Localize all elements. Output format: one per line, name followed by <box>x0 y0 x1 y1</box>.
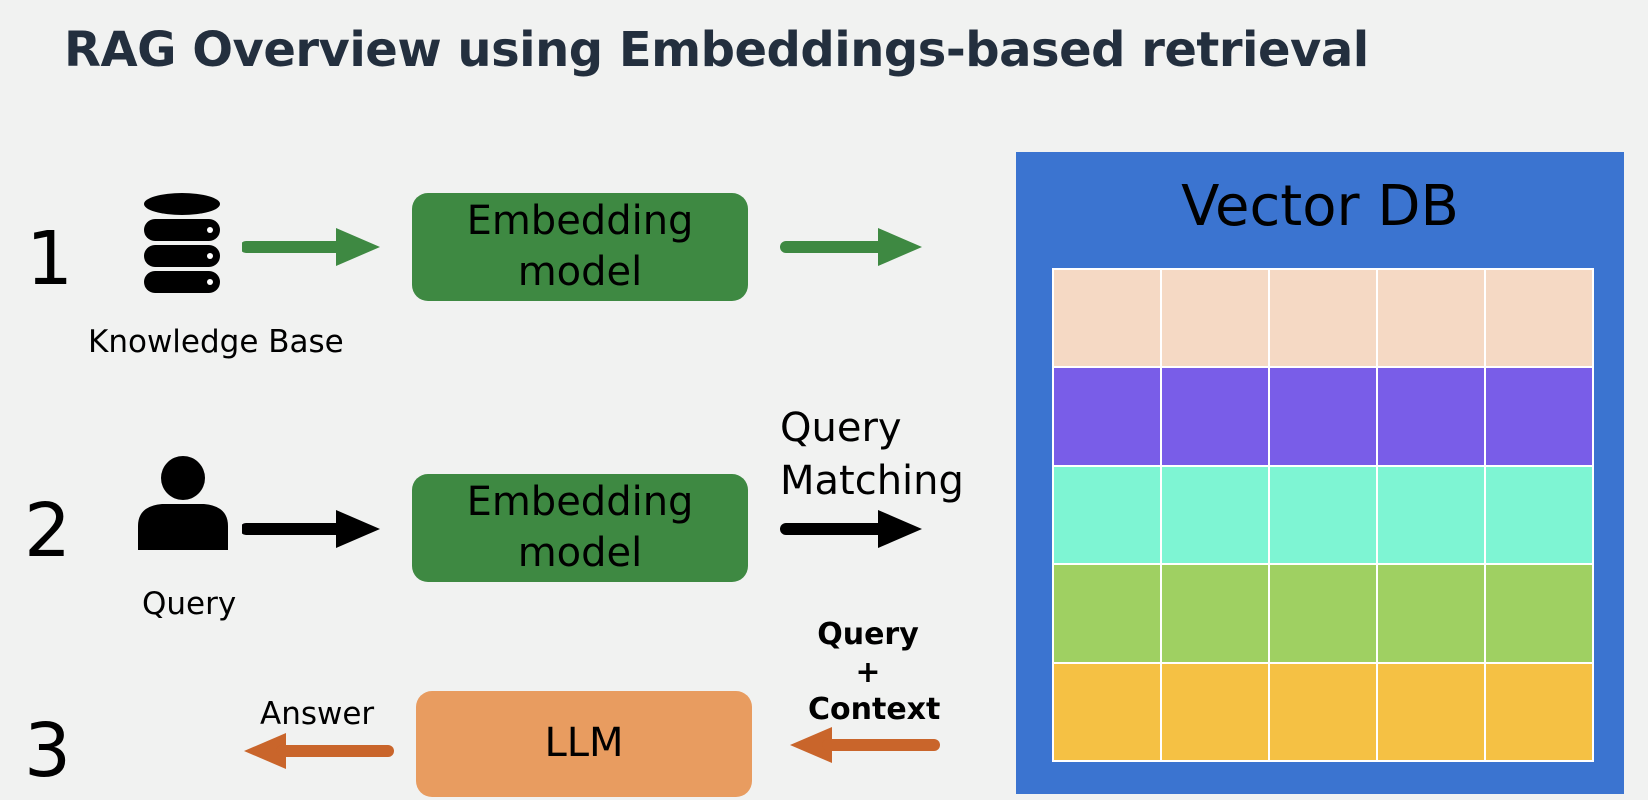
embedding-model-1-line2: model <box>517 249 643 295</box>
user-icon <box>138 454 228 550</box>
vector-db-cell <box>1270 565 1376 662</box>
embedding-model-2-line2: model <box>517 530 643 576</box>
vector-db-cell <box>1270 270 1376 367</box>
arrow-kb-to-embedding <box>242 226 382 268</box>
vector-db-cell <box>1378 565 1484 662</box>
query-matching-label: Query Matching <box>780 402 964 508</box>
vector-db-cell <box>1162 466 1268 564</box>
step-number-1: 1 <box>26 216 74 302</box>
vector-db-cell <box>1162 565 1268 662</box>
vector-db-cell <box>1486 368 1592 465</box>
vector-db-cell <box>1270 466 1376 564</box>
vector-db-cell <box>1162 663 1268 760</box>
arrow-query-matching <box>780 508 924 550</box>
query-context-label: Query + Context <box>808 616 941 729</box>
llm-box: LLM <box>416 691 752 797</box>
database-icon <box>142 192 222 298</box>
vector-db-cell <box>1378 466 1484 564</box>
vector-db-cell <box>1486 270 1592 367</box>
vector-db-cell <box>1054 565 1160 662</box>
vector-db-cell <box>1378 270 1484 367</box>
step-number-2: 2 <box>24 488 72 574</box>
vector-db-cell <box>1270 663 1376 760</box>
vector-db-cell <box>1270 368 1376 465</box>
vector-db-cell <box>1162 368 1268 465</box>
arrow-context-to-llm <box>788 724 940 766</box>
arrow-embedding-to-vectordb-1 <box>780 226 924 268</box>
query-context-line2: + <box>855 654 881 690</box>
embedding-model-box-1: Embedding model <box>412 193 748 301</box>
step-number-3: 3 <box>24 708 72 794</box>
query-matching-line1: Query <box>780 405 902 451</box>
query-context-line1: Query <box>817 617 919 652</box>
query-matching-line2: Matching <box>780 458 964 505</box>
vector-db-cell <box>1054 368 1160 465</box>
embedding-model-box-2: Embedding model <box>412 474 748 582</box>
arrow-query-to-embedding <box>242 508 382 550</box>
query-context-line3: Context <box>808 692 941 727</box>
vector-db-grid <box>1052 268 1594 762</box>
query-label: Query <box>142 586 237 622</box>
llm-label: LLM <box>544 720 624 767</box>
arrow-llm-to-answer <box>242 730 394 772</box>
embedding-model-2-line1: Embedding <box>466 478 694 525</box>
vector-db-title: Vector DB <box>1181 174 1459 239</box>
vector-db-cell <box>1486 466 1592 564</box>
vector-db-cell <box>1378 368 1484 465</box>
embedding-model-1-line1: Embedding <box>466 197 694 244</box>
vector-db-cell <box>1054 466 1160 564</box>
knowledge-base-label: Knowledge Base <box>88 324 344 360</box>
vector-db-cell <box>1162 270 1268 367</box>
page-title: RAG Overview using Embeddings-based retr… <box>64 22 1369 78</box>
vector-db-cell <box>1486 663 1592 760</box>
vector-db-cell <box>1054 663 1160 760</box>
vector-db-cell <box>1486 565 1592 662</box>
vector-db-cell <box>1054 270 1160 367</box>
answer-label: Answer <box>260 696 375 732</box>
vector-db-cell <box>1378 663 1484 760</box>
vector-db-panel: Vector DB <box>1016 152 1624 794</box>
